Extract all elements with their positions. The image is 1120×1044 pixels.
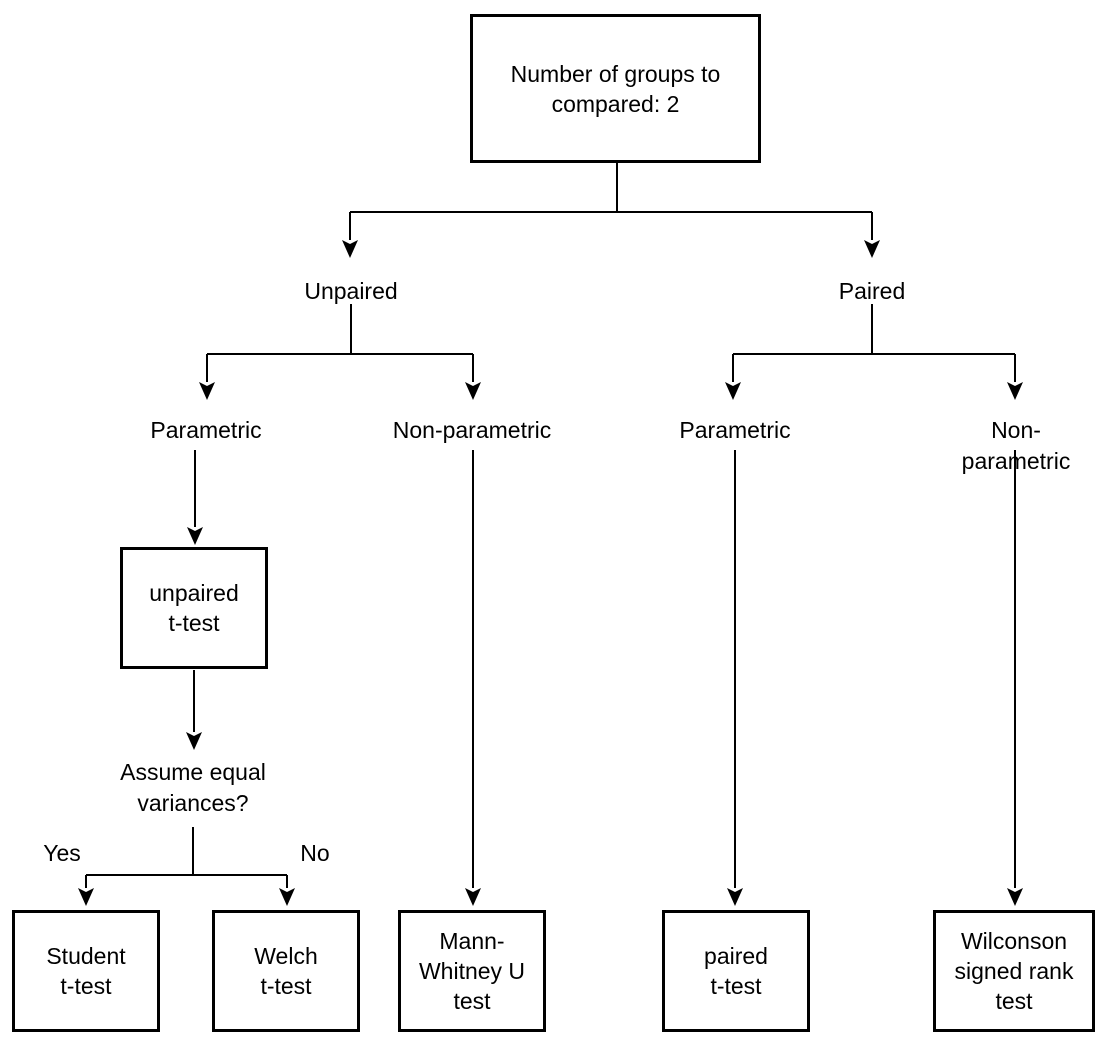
node-student-ttest: Student t-test [12,910,160,1032]
label-no: No [300,840,330,866]
node-paired-ttest: paired t-test [662,910,810,1032]
label-paired-parametric: Parametric [679,417,791,443]
label-yes: Yes [43,840,81,866]
label-unpaired-nonparametric: Non-parametric [392,417,552,443]
node-mann-whitney: Mann- Whitney U test [398,910,546,1032]
node-wilcoxon: Wilconson signed rank test [933,910,1095,1032]
node-unpaired-ttest: unpaired t-test [120,547,268,669]
node-welch-ttest: Welch t-test [212,910,360,1032]
label-paired: Paired [838,278,906,304]
label-unpaired: Unpaired [304,278,398,304]
label-unpaired-parametric: Parametric [150,417,262,443]
label-paired-nonparametric: Non-parametric [961,417,1071,474]
node-number-of-groups: Number of groups to compared: 2 [470,14,761,163]
label-variance-question: Assume equal variances? [120,759,266,816]
